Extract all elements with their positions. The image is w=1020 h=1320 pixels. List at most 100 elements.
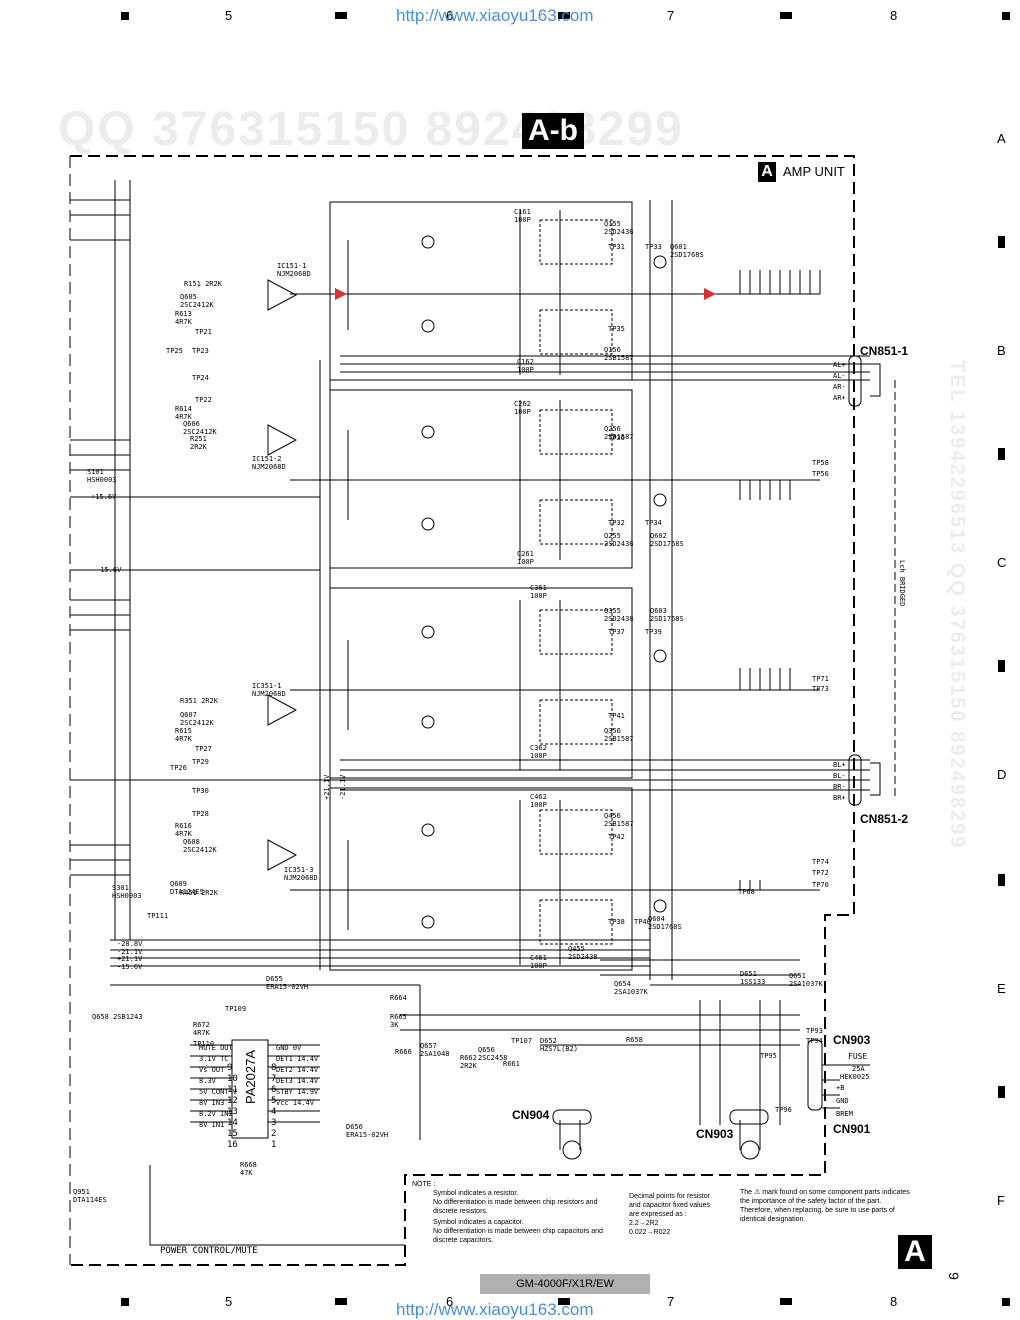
tp71-label: TP71 [812,675,829,683]
section-letter: A [898,1235,932,1269]
tp31-label: TP31 [608,243,625,251]
c462-label: C462 100P [530,793,547,809]
q356-label: Q356 2SB1587 [604,727,634,743]
q609-label: Q609 DTA124ES [170,880,204,896]
registration-mark [335,12,347,19]
channel-c-box [329,587,633,779]
column-number: 7 [667,1294,675,1309]
ic151-2-label: IC151-2 NJM2068D [252,455,286,471]
r658-label: R658 [626,1036,643,1044]
tp74-label: TP74 [812,858,829,866]
ic501-label: PA2027A [243,1050,258,1104]
c361-label: C361 100P [530,584,547,600]
fuse-part: HEK0025 [840,1073,870,1081]
column-number: 7 [667,8,675,23]
signal-arrow [704,288,716,300]
q355-label: Q355 2SD2438 [604,607,634,623]
column-number: 8 [890,1294,898,1309]
cn904-label: CN904 [512,1108,550,1122]
tp25-label: TP25 [166,347,183,355]
registration-mark [780,12,792,19]
r665-label: R665 3K [390,1013,407,1029]
column-number: 8 [890,8,898,23]
c461-label: C461 100P [530,954,547,970]
c262-label: C262 100P [514,400,531,416]
c162-label: C162 100P [517,358,534,374]
q608-label: Q608 2SC2412K [183,838,217,854]
r666-label: R666 [395,1048,412,1056]
channel-a-box [329,201,633,381]
note-title: NOTE : [412,1181,436,1188]
d652-label: D652 HZS7L(B2) [540,1037,578,1053]
opamp-ic151-2 [267,424,298,456]
fuse-rating: 25A [852,1065,865,1073]
diagram-title: A-b [522,113,584,149]
cn851-2-pins: BL+BL-BR-BR+ [833,761,846,802]
tp95-label: TP95 [760,1052,777,1060]
column-number: 6 [446,1294,454,1309]
rail-label: -28.8V [117,940,143,948]
q605-label: Q605 2SC2412K [180,293,214,309]
unit-border [70,155,855,1266]
r615-label: R615 4R7K [175,727,192,743]
registration-mark [998,236,1005,248]
note-decimal: Decimal points for resistor and capacito… [629,1193,710,1236]
signal-arrow [335,288,347,300]
cn903-top-label: CN903 [833,1033,871,1047]
q651-label: Q651 2SA1037K [789,972,823,988]
tp32-label: TP32 [608,519,625,527]
r668-label: R668 47K [240,1161,257,1177]
registration-mark [780,1298,792,1305]
row-letter: F [997,1193,1005,1208]
r661-label: R661 [503,1060,520,1068]
tp109-label: TP109 [225,1005,247,1013]
r664-label: R664 [390,994,407,1002]
header-url[interactable]: http://www.xiaoyu163.com [396,6,594,25]
ic351-3-label: IC351-3 NJM2068D [284,866,318,882]
tp29-label: TP29 [192,758,209,766]
tp58-label: TP58 [812,459,829,467]
q656-label: Q656 2SC2458 [478,1046,508,1062]
tp35-label: TP35 [608,325,625,333]
r351-label: R351 2R2K [180,697,218,705]
registration-mark [121,12,129,20]
tp73-label: TP73 [812,685,829,693]
c362-label: C362 100P [530,744,547,760]
r451-label: R451 2R2K [180,889,218,897]
registration-mark [121,1298,129,1306]
c161-label: C161 100P [514,208,531,224]
note-safety: The ⚠ mark found on some component parts… [740,1189,910,1223]
r616-label: R616 4R7K [175,822,192,838]
q603-label: Q603 2SD1768S [650,607,684,623]
note-capacitor: Symbol indicates a capacitor. No differe… [433,1219,603,1244]
tp33-label: TP33 [645,243,662,251]
tp36-label: TP36 [608,434,625,442]
registration-mark [998,1086,1005,1098]
tp30-label: TP30 [192,787,209,795]
q602-label: Q602 2SD1768S [650,532,684,548]
cn901-label: CN901 [833,1122,871,1136]
s301-label: S301 HSH0003 [112,884,142,900]
rail-label: +15.6V [91,493,117,501]
tp107-label: TP107 [511,1037,533,1045]
rail-label: +21.1V [323,774,331,800]
note-resistor: Symbol indicates a resistor. No differen… [433,1190,598,1215]
tp27-label: TP27 [195,745,212,753]
tp42-label: TP42 [608,833,625,841]
tp28-label: TP28 [192,810,209,818]
watermark-right: TEL 13942296513 QQ 376315150 892498299 [946,360,968,850]
q255-label: Q255 2SD2438 [604,532,634,548]
column-number: 6 [446,8,454,23]
c261-label: C261 100P [517,550,534,566]
footer-url[interactable]: http://www.xiaoyu163.com [396,1300,594,1319]
row-letter: E [997,981,1006,996]
registration-mark [1002,1298,1010,1306]
model-label: GM-4000F/X1R/EW [480,1274,650,1294]
row-letter: D [997,767,1007,782]
s101-label: S101 HSH0003 [87,468,117,484]
opamp-ic351-3 [267,839,298,871]
